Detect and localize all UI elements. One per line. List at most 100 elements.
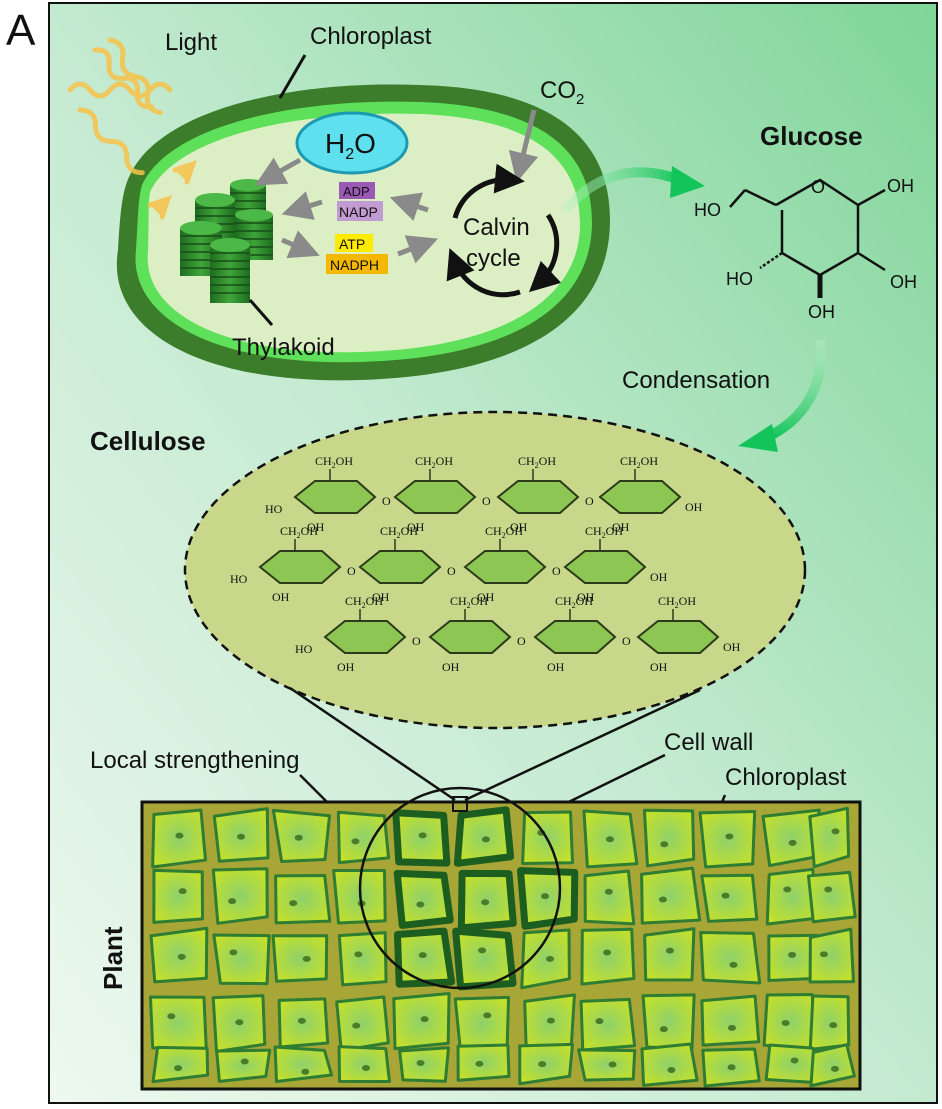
chloroplast-dot: [605, 836, 614, 843]
plant-cell: [398, 1046, 450, 1083]
plant-cell: [211, 867, 269, 925]
glycosidic-o: O: [552, 564, 561, 578]
chloroplast-dot: [352, 1022, 361, 1029]
chloroplast-dot: [229, 949, 238, 956]
plant-cell: [642, 808, 696, 868]
chloroplast-dot: [302, 955, 311, 962]
calvin-label-line1: Calvin: [463, 214, 530, 241]
plant-cell: [517, 867, 579, 930]
chloroplast-dot: [727, 1064, 736, 1071]
plant-cell: [148, 995, 208, 1051]
atp-label: ATP: [339, 236, 365, 252]
plant-cell: [273, 1045, 334, 1084]
chloroplast-dot: [228, 898, 237, 905]
glucose-ring-unit: [428, 620, 512, 654]
chloroplast-dot: [354, 951, 363, 958]
plant-cell: [806, 870, 857, 924]
plant-cell: [808, 806, 851, 869]
chloroplast-dot: [167, 1013, 176, 1020]
chloroplast-dot: [665, 947, 674, 954]
oh-group: OH: [477, 590, 495, 604]
water-label: H2O: [325, 128, 376, 163]
chloroplast-dot: [538, 1061, 547, 1068]
glycosidic-o: O: [347, 564, 356, 578]
glucose-ring-unit: [563, 550, 647, 584]
plant-cell: [762, 992, 818, 1051]
plant-cell: [337, 931, 388, 987]
glucose-ring-unit: [393, 480, 477, 514]
ch2oh-group: CH2OH: [380, 524, 418, 540]
to-glucose-arrowhead: [670, 166, 705, 198]
glycosidic-o: O: [482, 494, 491, 508]
nadp-box: [337, 201, 383, 221]
zoom-square: [452, 796, 468, 812]
chloroplast-dot: [361, 1065, 370, 1072]
chloroplast-dot: [729, 961, 738, 968]
plant-cell: [640, 866, 702, 925]
chloroplast-dot: [781, 1020, 790, 1027]
to-glucose-arrow: [561, 167, 682, 214]
calvin-label-line2: cycle: [466, 245, 521, 272]
plant-cell: [809, 1043, 856, 1088]
oh-group: OH: [577, 590, 595, 604]
chloroplast-dot: [659, 1026, 668, 1033]
plant-label: Plant: [98, 926, 128, 990]
chloroplast-dot: [824, 886, 833, 893]
ch2oh-group: CH2OH: [658, 594, 696, 610]
ho-group: HO: [295, 642, 313, 656]
glycosidic-o: O: [447, 564, 456, 578]
oh-group: OH: [272, 590, 290, 604]
adp-label: ADP: [343, 184, 370, 199]
ch2oh-group: CH2OH: [280, 524, 318, 540]
plant-cell: [453, 806, 515, 867]
thylakoid-label: Thylakoid: [232, 334, 335, 361]
ch2oh-group: CH2OH: [485, 524, 523, 540]
plant-cell: [212, 933, 271, 986]
chloroplast-dot: [294, 834, 303, 841]
chloroplast-dot: [483, 1012, 492, 1019]
glycosidic-o: O: [382, 494, 391, 508]
nadp-label: NADP: [339, 204, 378, 220]
panel-letter: A: [6, 6, 36, 55]
glycosidic-o: O: [622, 634, 631, 648]
glucose-ring-unit: [323, 620, 407, 654]
thylakoid-stacks-icon: [180, 179, 273, 303]
zoom-line-left: [289, 686, 456, 802]
chloroplast-dot: [788, 839, 797, 846]
glucose-oh-1: OH: [887, 176, 914, 196]
plant-cell: [456, 1043, 511, 1082]
oh-group: OH: [547, 660, 565, 674]
chloroplast-dot: [829, 1022, 838, 1029]
chloroplast-dot: [658, 896, 667, 903]
chloroplast-dot: [595, 1018, 604, 1025]
chloroplast-dot: [177, 953, 186, 960]
oh-group: OH: [407, 520, 425, 534]
chloroplast-dot: [783, 886, 792, 893]
condensation-label: Condensation: [622, 367, 770, 394]
plant-cell: [580, 927, 636, 986]
ch2oh-group: CH2OH: [450, 594, 488, 610]
oh-group-end: OH: [685, 500, 703, 514]
chloroplast-dot: [235, 1019, 244, 1026]
chloroplast-dot: [297, 1017, 306, 1024]
plant-cell: [336, 810, 391, 865]
glycosidic-o: O: [412, 634, 421, 648]
chloroplast-dot: [830, 1065, 839, 1072]
oh-group: OH: [442, 660, 460, 674]
oh-group-end: OH: [650, 570, 668, 584]
chloroplast-dot: [418, 952, 427, 959]
plant-cell: [577, 1048, 637, 1082]
local-strengthening-label: Local strengthening: [90, 747, 299, 774]
glucose-ring-unit: [293, 480, 377, 514]
glucose-ring-unit: [636, 620, 720, 654]
chloroplast-dot: [727, 1024, 736, 1031]
chloroplast-dot: [546, 955, 555, 962]
ch2oh-group: CH2OH: [518, 454, 556, 470]
glucose-ring-unit: [258, 550, 342, 584]
chloroplast-dot: [546, 1017, 555, 1024]
glycosidic-o: O: [517, 634, 526, 648]
glucose-ho-1: HO: [694, 200, 721, 220]
plant-cell: [215, 1048, 272, 1083]
